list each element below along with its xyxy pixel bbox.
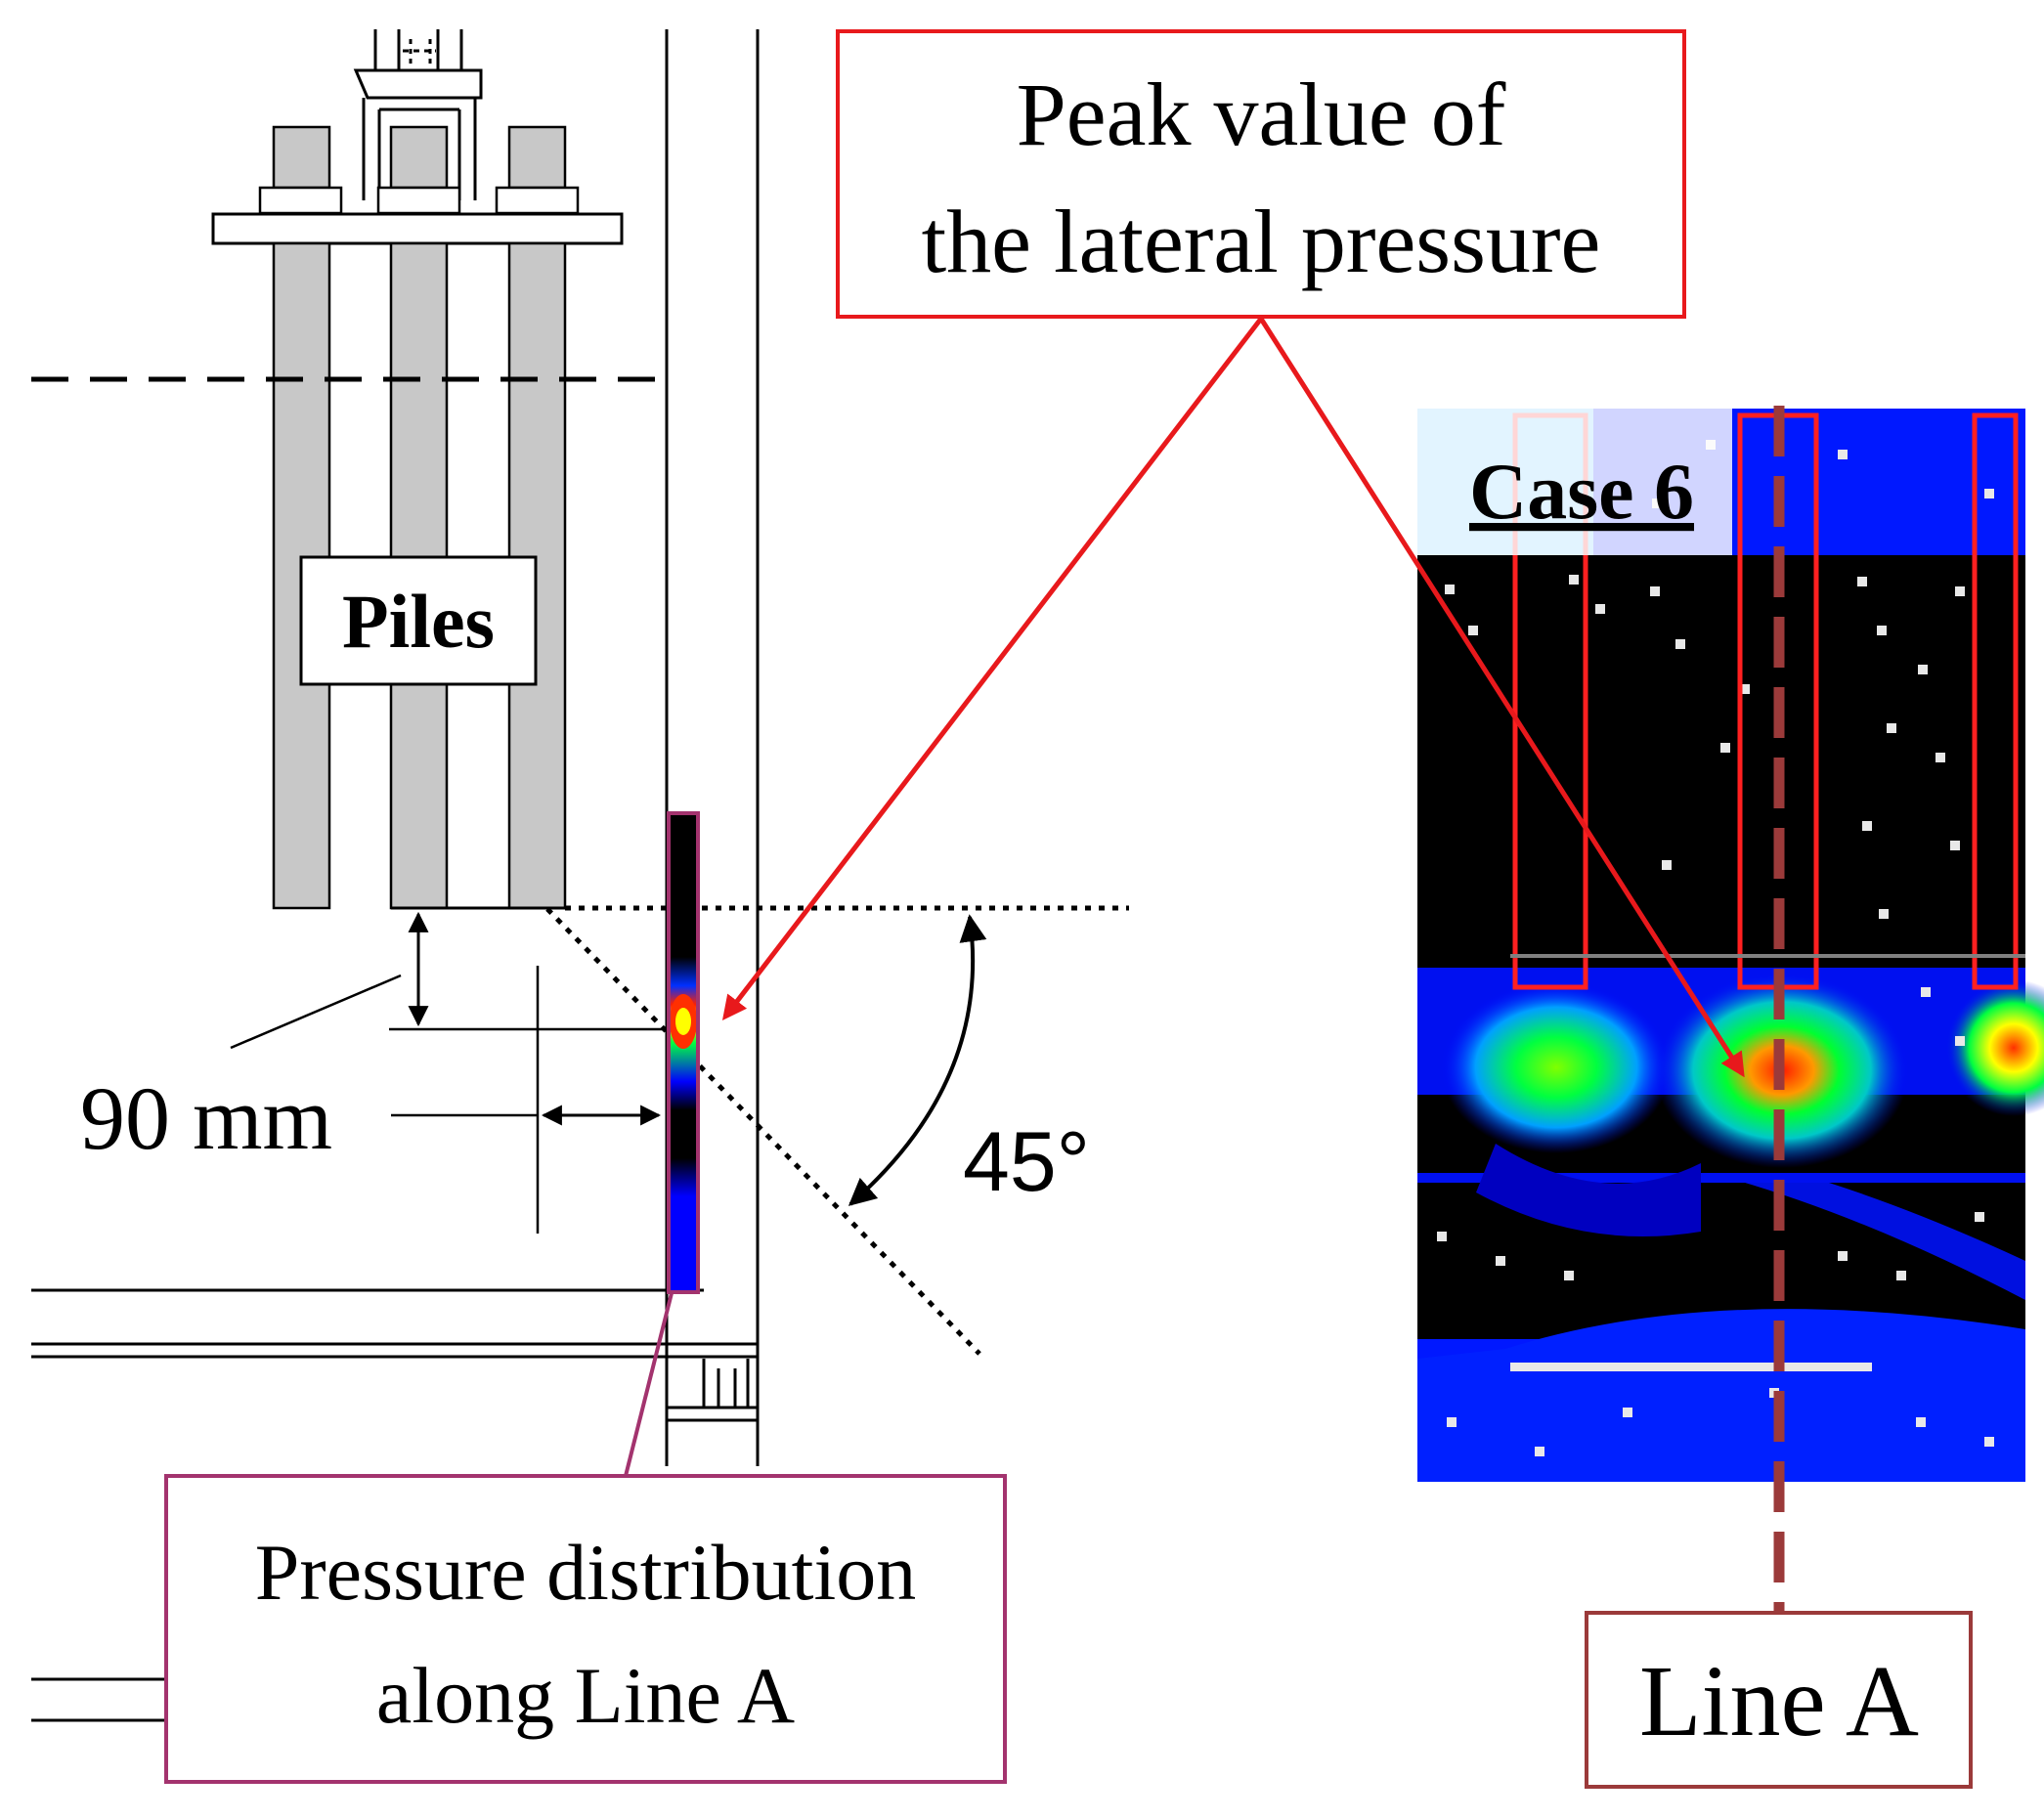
case6-pressure-heatmap: Case 6 [1417,409,2044,1482]
pressure-callout-line1: Pressure distribution [255,1528,916,1617]
pressure-sensor-strip [667,811,700,1294]
angle-label: 45° [963,1115,1090,1209]
peak-callout-line1: Peak value of [1017,65,1506,164]
diagonal-45-line [545,907,981,1356]
pressure-callout-line2: along Line A [376,1651,795,1740]
pressure-callout-leader [624,1292,674,1477]
peak-callout-line2: the lateral pressure [922,192,1601,291]
dimension-leader [230,974,402,1050]
container-base [31,1288,758,1722]
piles-label-box [299,555,538,686]
peak-callout-arrows [721,317,1745,1078]
pile-heads [258,125,580,215]
piles-label: Piles [342,579,495,664]
side-hotspot-left [1441,981,1672,1153]
reference-bar [1510,1363,1872,1371]
line-a-box [1585,1611,1973,1789]
line-a-label: Line A [1639,1645,1919,1757]
case-title-box [1417,409,1732,555]
angle-arc [848,914,987,1206]
pressure-callout-box [164,1474,1007,1784]
loading-device [353,29,483,200]
dimension-label: 90 mm [80,1068,332,1168]
footing-plate [211,212,624,245]
peak-callout-box [836,29,1686,319]
case-title: Case 6 [1469,447,1694,536]
side-hotspot-right [1945,979,2044,1116]
pile-model-drawing [31,29,1129,1722]
